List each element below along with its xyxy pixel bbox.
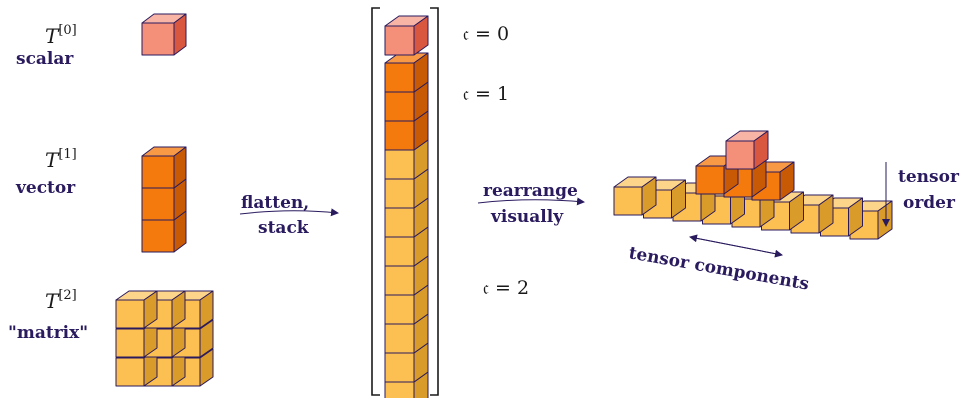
matrix-cubes xyxy=(115,290,214,387)
stacked-column xyxy=(384,15,429,398)
vector-cubes xyxy=(141,146,187,253)
scalar-cube xyxy=(141,13,187,56)
scalar-cube xyxy=(141,13,187,56)
vector-cube xyxy=(141,146,187,189)
tensor-order-label-2: order xyxy=(903,193,956,213)
tensor-order-label-1: tensor xyxy=(898,167,960,187)
c2-label: 𝔠 = 2 xyxy=(483,277,529,299)
rearranged-layout xyxy=(613,130,893,240)
tensor-0-symbol: T[0] xyxy=(45,23,77,48)
matrix-cube xyxy=(115,290,158,329)
tensor-2-name: "matrix" xyxy=(8,323,88,343)
components-label: tensor components xyxy=(627,243,810,294)
column-cube xyxy=(384,15,429,56)
c0-label: 𝔠 = 0 xyxy=(463,23,509,45)
left-bracket xyxy=(371,7,380,396)
components-arrow-left xyxy=(689,234,783,256)
rearrange-label: rearrange xyxy=(483,181,578,201)
tensor-2-symbol: T[2] xyxy=(45,288,77,313)
tensor-0-name: scalar xyxy=(16,49,74,69)
tensor-1-name: vector xyxy=(15,178,76,198)
flatten-arrow xyxy=(239,208,339,217)
right-bracket xyxy=(430,7,439,396)
column-cube xyxy=(384,52,429,93)
visually-label: visually xyxy=(490,207,564,227)
top-cube xyxy=(725,130,769,170)
c1-label: 𝔠 = 1 xyxy=(463,83,509,105)
base-cube xyxy=(613,176,657,216)
stack-label: stack xyxy=(258,218,310,238)
flatten-label: flatten, xyxy=(241,193,309,213)
tensor-1-symbol: T[1] xyxy=(45,147,77,172)
rearrange-arrow xyxy=(477,197,585,206)
